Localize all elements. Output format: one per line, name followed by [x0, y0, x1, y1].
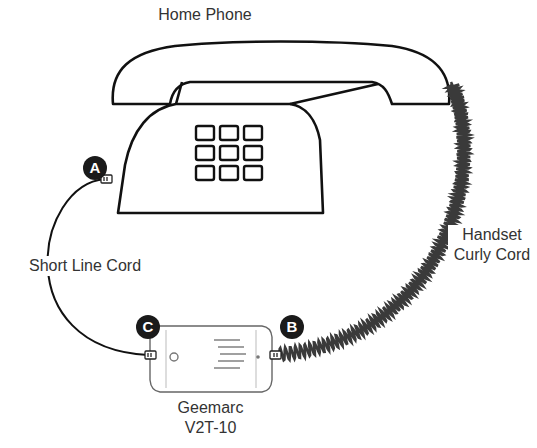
plug-c: [145, 351, 156, 359]
phone-illustration: [105, 0, 455, 215]
plug-c-pin: [147, 353, 148, 357]
curly-cord: [273, 82, 470, 360]
phone-jack-plugs: [101, 175, 281, 359]
plug-b-pin: [276, 353, 277, 357]
callout-letter: A: [83, 156, 107, 180]
node-label: Geemarc V2T-10: [170, 398, 251, 438]
node-label: Home Phone: [105, 5, 305, 25]
plug-a-pin: [106, 177, 107, 181]
plug-a-pin: [103, 177, 104, 181]
plug-b: [270, 351, 281, 359]
callout-letter: B: [280, 315, 304, 339]
plug-c-pin: [150, 353, 151, 357]
home-phone: Home Phone: [105, 0, 455, 215]
relay-device: Geemarc V2T-10: [148, 318, 273, 433]
plug-b-pin: [273, 353, 274, 357]
cord-label: Short Line Cord: [10, 256, 160, 276]
callout-letter: C: [136, 315, 160, 339]
device-illustration: [148, 318, 273, 398]
cord-label: Handset Curly Cord: [448, 225, 536, 265]
